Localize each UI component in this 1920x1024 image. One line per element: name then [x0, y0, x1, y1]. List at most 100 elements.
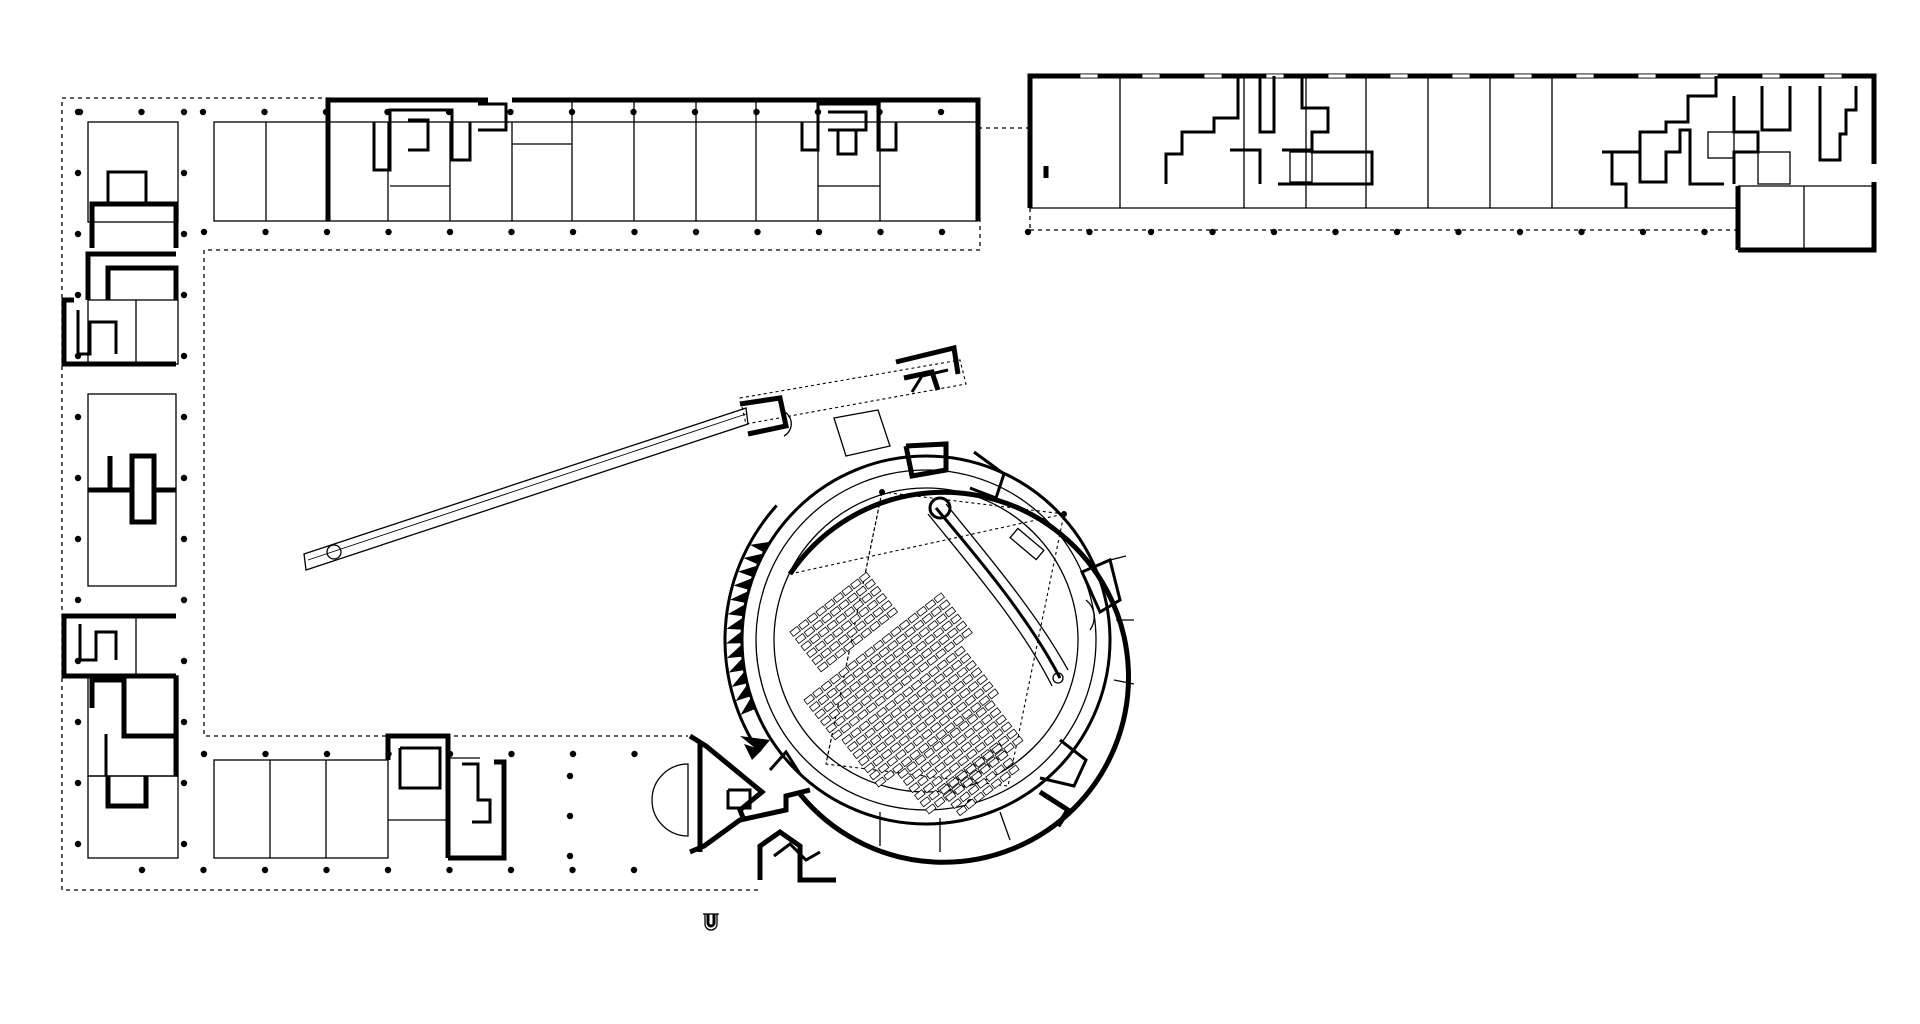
column — [446, 866, 453, 874]
seat-row — [798, 619, 810, 631]
buttress — [731, 672, 747, 688]
seat-row — [955, 701, 968, 713]
seat-row — [946, 627, 959, 639]
column — [1086, 228, 1093, 236]
column — [566, 852, 574, 860]
seat-row — [910, 714, 922, 726]
seat-row — [892, 762, 904, 774]
buttress — [750, 541, 770, 553]
seat-row — [930, 606, 942, 618]
seat-row — [815, 605, 828, 617]
seat-row — [956, 666, 969, 678]
window — [1141, 73, 1161, 79]
seat-row — [895, 633, 908, 645]
seat-row — [964, 798, 977, 810]
seat-row — [890, 707, 902, 719]
seat-row — [863, 681, 876, 693]
seat-row — [911, 768, 924, 780]
seat-row — [894, 668, 907, 680]
column — [631, 750, 638, 758]
column — [180, 352, 188, 360]
seat-row — [976, 674, 988, 686]
seat-row — [969, 734, 981, 746]
seat-row — [939, 783, 952, 795]
seat-row — [846, 660, 859, 672]
seat-row — [917, 775, 929, 787]
seat-row — [829, 673, 842, 685]
seat-row — [878, 727, 891, 739]
column — [323, 228, 331, 236]
seat-row — [794, 632, 807, 644]
seat-row — [890, 626, 902, 638]
column — [323, 750, 331, 758]
seat-row — [898, 700, 911, 712]
seat-row — [884, 700, 897, 712]
seat-row — [967, 784, 980, 796]
seat-row — [1000, 721, 1013, 733]
seat-row — [900, 675, 913, 687]
window — [1699, 73, 1719, 79]
seat-row — [940, 768, 952, 780]
seat-row — [950, 659, 963, 671]
column — [1024, 228, 1032, 236]
seat-row — [872, 606, 884, 618]
seat-row — [913, 700, 925, 712]
seat-row — [893, 693, 906, 705]
seat-row — [948, 777, 960, 789]
seat-row — [982, 750, 995, 762]
seat-row — [867, 713, 880, 725]
seat-row — [964, 694, 977, 706]
seat-row — [995, 714, 1007, 726]
column — [1147, 228, 1155, 236]
seat-row — [926, 654, 939, 666]
seat-row — [877, 681, 890, 693]
seat-row — [872, 720, 885, 732]
column — [385, 228, 392, 236]
seat-row — [841, 585, 854, 597]
seat-row — [825, 722, 838, 734]
seat-row — [970, 701, 982, 713]
seating-block-5 — [939, 743, 1020, 817]
seat-row — [860, 627, 873, 639]
seat-row — [820, 612, 833, 624]
column — [1516, 228, 1524, 236]
column — [74, 413, 82, 421]
seat-row — [881, 632, 894, 644]
seat-row — [863, 613, 876, 625]
seat-row — [938, 634, 950, 646]
seat-row — [914, 754, 927, 766]
seat-row — [907, 612, 920, 624]
seat-row — [987, 688, 999, 700]
column — [180, 657, 188, 665]
buttress — [735, 685, 750, 702]
seat-row — [858, 720, 871, 732]
column — [180, 291, 188, 299]
seat-row — [840, 687, 853, 699]
seat-row — [834, 680, 847, 692]
seat-row — [941, 620, 954, 632]
seat-row — [895, 714, 908, 726]
seat-row — [966, 748, 978, 760]
seat-row — [866, 599, 879, 611]
seat-row — [917, 661, 930, 673]
seat-row — [1008, 764, 1020, 776]
seat-row — [951, 748, 964, 760]
wing-north-east — [1027, 73, 1877, 253]
seat-row — [875, 741, 887, 753]
seat-row — [916, 605, 928, 617]
seat-row — [800, 640, 813, 652]
seat-row — [880, 667, 893, 679]
seat-row — [978, 695, 991, 707]
seat-row — [912, 654, 924, 666]
seat-row — [852, 748, 865, 760]
seat-row — [966, 713, 979, 725]
buttress — [740, 698, 755, 715]
seat-row — [898, 735, 910, 747]
seat-row — [915, 721, 928, 733]
seat-row — [992, 728, 1004, 740]
seat-row — [949, 727, 962, 739]
wing-north-west — [213, 97, 981, 222]
seat-row — [918, 742, 930, 754]
seat-row — [824, 598, 836, 610]
seat-row — [817, 626, 830, 638]
